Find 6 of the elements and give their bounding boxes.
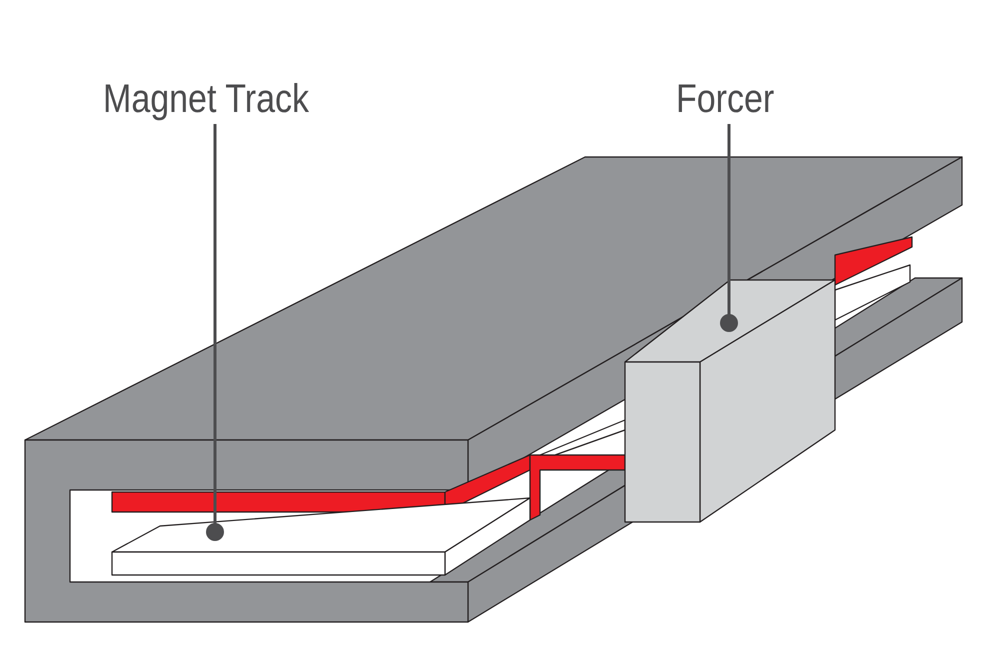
- part-label: Magnet Track: [103, 76, 309, 122]
- leader-line: [206, 124, 224, 541]
- part-label: Forcer: [676, 76, 774, 122]
- magnet-track-slab: [111, 497, 531, 576]
- leader-line: [720, 124, 738, 332]
- forcer-block: [624, 279, 836, 523]
